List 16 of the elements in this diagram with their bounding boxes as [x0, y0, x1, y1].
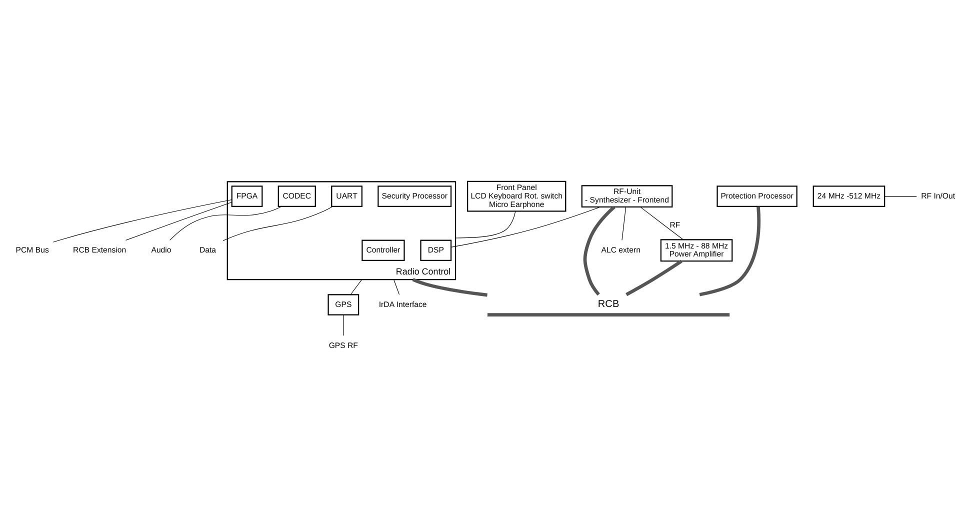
connector: [699, 206, 761, 296]
connector: [626, 259, 682, 296]
node-text: RCB: [598, 298, 620, 310]
connector: [125, 201, 232, 240]
connector: [455, 210, 516, 238]
connector: [222, 206, 334, 240]
connector: [450, 206, 601, 247]
connector: [343, 314, 344, 336]
connector: [170, 206, 282, 240]
connector: [52, 199, 232, 242]
connector: [412, 277, 488, 296]
connector: [583, 205, 616, 296]
connector: [640, 206, 684, 240]
connector: [393, 278, 400, 294]
connector: [350, 278, 362, 294]
connector: [622, 206, 626, 240]
